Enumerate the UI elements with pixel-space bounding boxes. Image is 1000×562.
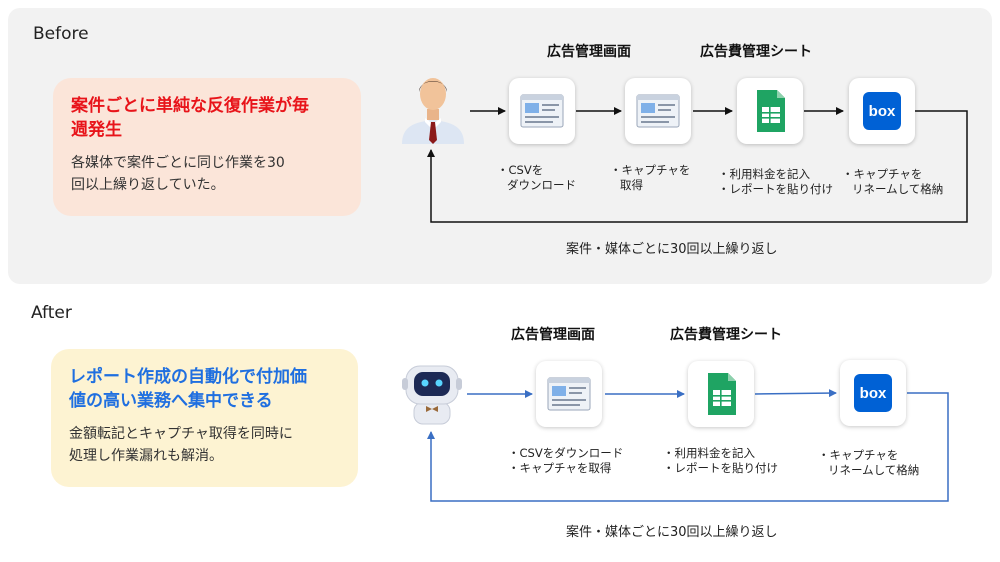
after-callout: レポート作成の自動化で付加価 値の高い業務へ集中できる 金額転記とキャプチャ取得…	[51, 349, 358, 487]
after-ad-screen-title: 広告管理画面	[511, 327, 595, 343]
robot-icon	[402, 365, 462, 425]
after-step-screen: ・CSVをダウンロード ・キャプチャを取得	[508, 446, 624, 475]
before-label: Before	[33, 24, 89, 44]
after-box-tile: box	[840, 360, 906, 426]
before-callout: 案件ごとに単純な反復作業が毎 週発生 各媒体で案件ごとに同じ作業を30 回以上繰…	[53, 78, 361, 216]
before-loop-arrow	[427, 110, 968, 223]
after-loop-arrow	[427, 392, 949, 502]
before-step-csv: ・CSVを ダウンロード	[497, 163, 576, 192]
box-logo-icon: box	[863, 92, 901, 130]
browser-window-icon	[520, 94, 564, 128]
google-sheets-icon	[757, 90, 785, 132]
after-step-box: ・キャプチャを リネームして格納	[818, 448, 920, 477]
before-box-tile: box	[849, 78, 915, 144]
after-headline: レポート作成の自動化で付加価 値の高い業務へ集中できる	[69, 367, 307, 411]
before-step-sheet: ・利用料金を記入 ・レポートを貼り付け	[718, 167, 833, 196]
before-loop-label: 案件・媒体ごとに30回以上繰り返し	[566, 242, 778, 257]
before-headline: 案件ごとに単純な反復作業が毎 週発生	[71, 96, 309, 140]
svg-text:box: box	[869, 103, 896, 120]
before-description: 各媒体で案件ごとに同じ作業を30 回以上繰り返していた。	[71, 155, 285, 193]
after-cost-sheet-title: 広告費管理シート	[670, 327, 782, 343]
before-step-box: ・キャプチャを リネームして格納	[842, 167, 944, 196]
before-cost-sheet-title: 広告費管理シート	[700, 44, 812, 60]
box-logo-icon: box	[854, 374, 892, 412]
before-capture-tile	[625, 78, 691, 144]
browser-window-icon	[636, 94, 680, 128]
after-step-sheet: ・利用料金を記入 ・レポートを貼り付け	[663, 446, 778, 475]
after-loop-label: 案件・媒体ごとに30回以上繰り返し	[566, 525, 778, 540]
before-step-capture: ・キャプチャを 取得	[610, 163, 691, 192]
person-icon	[402, 78, 464, 144]
after-arrow-3	[754, 389, 837, 398]
browser-window-icon	[547, 377, 591, 411]
svg-text:box: box	[860, 385, 887, 402]
after-sheets-tile	[688, 361, 754, 427]
before-browser-tile	[509, 78, 575, 144]
after-browser-tile	[536, 361, 602, 427]
before-ad-screen-title: 広告管理画面	[547, 44, 631, 60]
after-description: 金額転記とキャプチャ取得を同時に 処理し作業漏れも解消。	[69, 426, 293, 464]
google-sheets-icon	[708, 373, 736, 415]
after-label: After	[31, 303, 72, 323]
before-sheets-tile	[737, 78, 803, 144]
